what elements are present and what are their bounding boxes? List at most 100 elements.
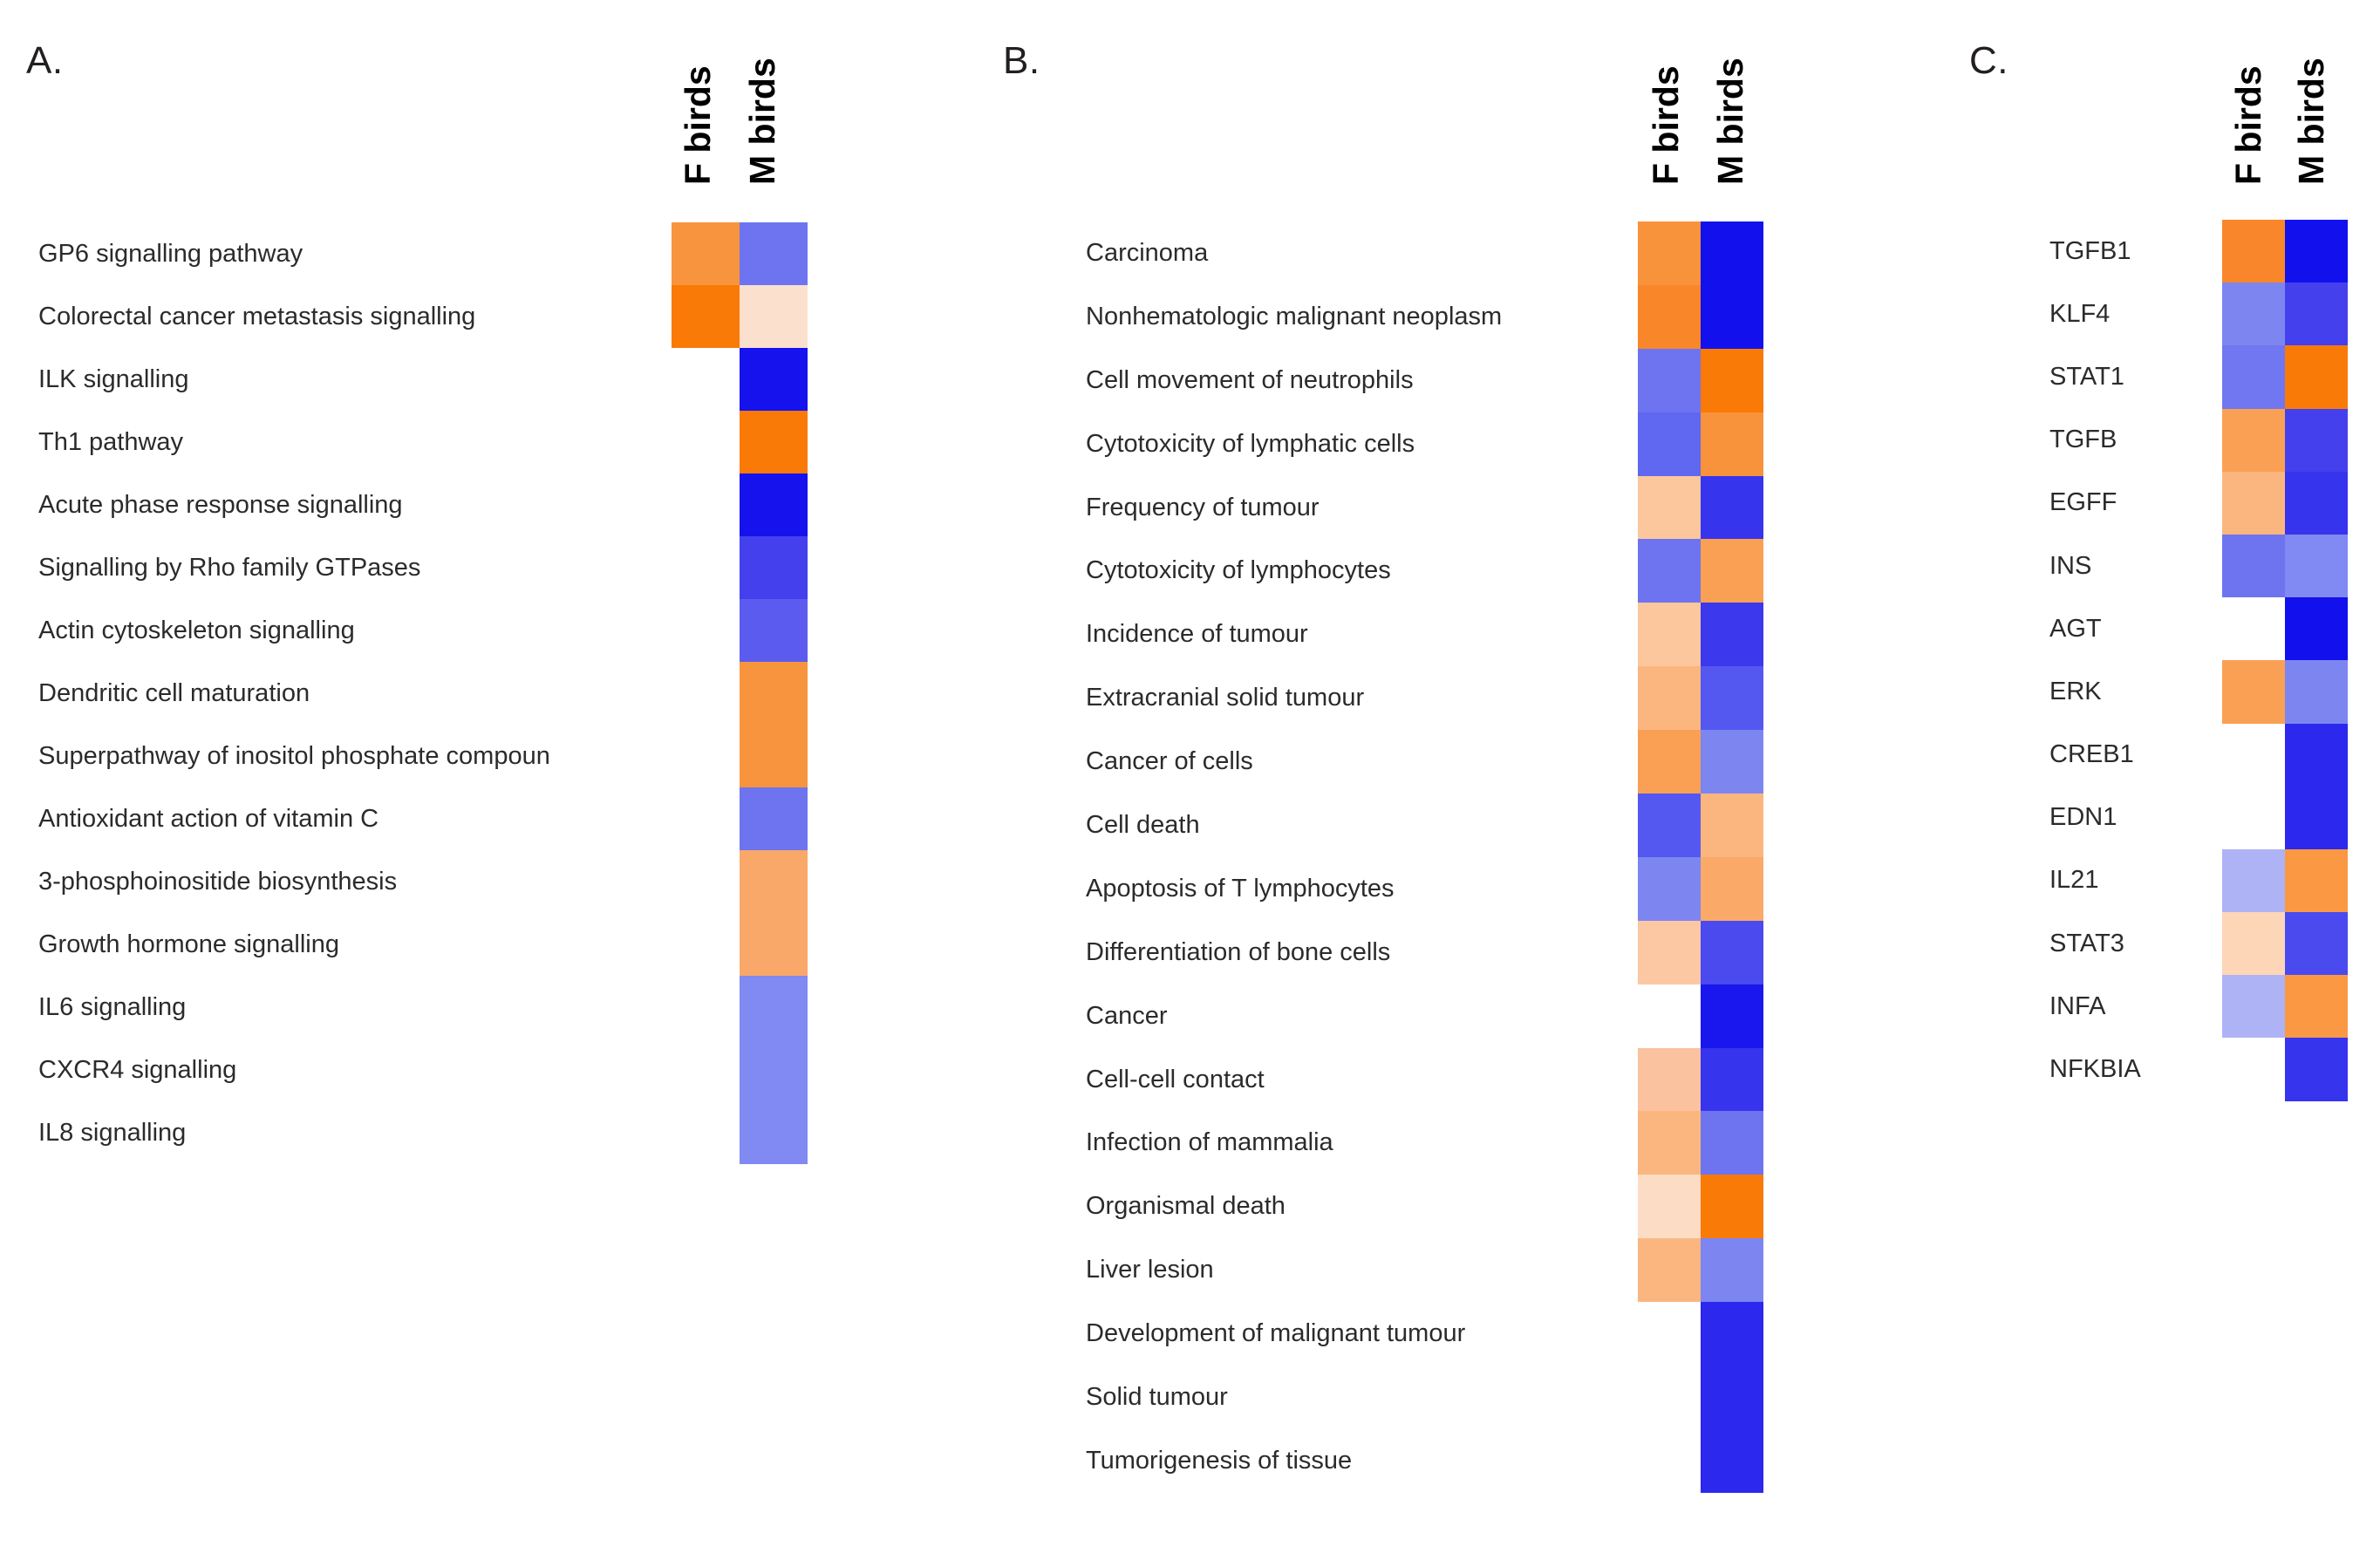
heatmap-cell (740, 222, 808, 285)
row-label: Cell death (1086, 810, 1200, 839)
row-label: Cancer (1086, 1001, 1168, 1030)
heatmap-cell (1638, 412, 1701, 476)
heatmap-cell (740, 536, 808, 599)
row-label: Dendritic cell maturation (38, 678, 310, 707)
heatmap-cell (1701, 412, 1763, 476)
heatmap-cell (1638, 1047, 1701, 1112)
row-label: CXCR4 signalling (38, 1055, 237, 1084)
heatmap-cell (1638, 856, 1701, 921)
heatmap-cell (672, 536, 740, 599)
heatmap-cell (2285, 408, 2348, 472)
row-label: ILK signalling (38, 364, 189, 393)
row-label: EDN1 (2049, 803, 2117, 832)
heatmap-cell (740, 599, 808, 662)
panel-c-column-m-birds (2285, 220, 2348, 1101)
heatmap-cell (2222, 534, 2285, 598)
panel-c-col-header-m: M birds (2291, 58, 2331, 185)
heatmap-cell (672, 411, 740, 473)
heatmap-cell (2285, 975, 2348, 1039)
heatmap-cell (1701, 284, 1763, 349)
heatmap-cell (2285, 848, 2348, 913)
row-label: NFKBIA (2049, 1055, 2141, 1084)
heatmap-cell (740, 976, 808, 1039)
heatmap-cell (1638, 1111, 1701, 1175)
panel-a-column-f-birds (672, 222, 740, 1164)
heatmap-cell (672, 787, 740, 850)
heatmap-cell (672, 473, 740, 536)
panel-b-column-headers: F birds M birds (1646, 10, 1777, 185)
row-label: Carcinoma (1086, 238, 1209, 267)
panel-b-heatmap (1638, 221, 1763, 1493)
heatmap-cell (1638, 1302, 1701, 1366)
heatmap-cell (2222, 787, 2285, 849)
row-label: Superpathway of inositol phosphate compo… (38, 741, 550, 770)
row-label: Growth hormone signalling (38, 930, 339, 958)
row-label: STAT1 (2049, 362, 2124, 391)
row-label: AGT (2049, 614, 2102, 643)
heatmap-cell (1638, 666, 1701, 731)
heatmap-cell (2222, 345, 2285, 409)
heatmap-cell (2222, 471, 2285, 535)
row-label: ERK (2049, 677, 2102, 705)
heatmap-cell (1701, 1175, 1763, 1239)
panel-c-column-f-birds (2222, 220, 2285, 1101)
heatmap-cell (1701, 539, 1763, 603)
heatmap-cell (2285, 786, 2348, 849)
heatmap-cell (2222, 283, 2285, 346)
row-label: INFA (2049, 991, 2106, 1020)
heatmap-cell (672, 1101, 740, 1164)
heatmap-cell (2222, 848, 2285, 913)
heatmap-cell (672, 725, 740, 787)
heatmap-cell (1638, 221, 1701, 285)
panel-b-column-f-birds (1638, 221, 1701, 1493)
row-label: Cytotoxicity of lymphocytes (1086, 556, 1391, 585)
heatmap-cell (2285, 597, 2348, 661)
row-label: STAT3 (2049, 929, 2124, 957)
row-label: KLF4 (2049, 299, 2111, 328)
row-label: Cytotoxicity of lymphatic cells (1086, 429, 1415, 458)
heatmap-cell (672, 662, 740, 725)
heatmap-cell (1638, 730, 1701, 794)
row-label: IL6 signalling (38, 992, 187, 1021)
panel-b-letter: B. (1003, 39, 1040, 82)
heatmap-cell (672, 913, 740, 976)
row-label: Apoptosis of T lymphocytes (1086, 874, 1395, 903)
row-label: TGFB1 (2049, 236, 2131, 265)
heatmap-cell (1638, 984, 1701, 1048)
row-label: Acute phase response signalling (38, 490, 403, 519)
heatmap-cell (1638, 539, 1701, 603)
row-label: Cell movement of neutrophils (1086, 365, 1414, 394)
heatmap-cell (1701, 984, 1763, 1048)
heatmap-cell (672, 1039, 740, 1101)
heatmap-cell (2285, 912, 2348, 976)
panel-a-col-header-f: F birds (678, 65, 718, 185)
heatmap-cell (1701, 1238, 1763, 1303)
heatmap-cell (2285, 660, 2348, 724)
heatmap-cell (1701, 1302, 1763, 1366)
heatmap-cell (740, 913, 808, 976)
row-label: IL8 signalling (38, 1118, 187, 1147)
heatmap-cell (1701, 1428, 1763, 1493)
heatmap-cell (1701, 730, 1763, 794)
panel-c-heatmap (2222, 220, 2348, 1101)
heatmap-cell (740, 1101, 808, 1164)
heatmap-cell (1701, 475, 1763, 540)
heatmap-cell (2222, 912, 2285, 976)
heatmap-cell (672, 348, 740, 411)
heatmap-cell (740, 285, 808, 348)
row-label: Cell-cell contact (1086, 1065, 1265, 1093)
heatmap-cell (740, 725, 808, 787)
heatmap-cell (740, 1039, 808, 1101)
heatmap-cell (740, 411, 808, 473)
heatmap-cell (740, 662, 808, 725)
row-label: Liver lesion (1086, 1256, 1214, 1284)
heatmap-cell (1638, 794, 1701, 857)
panel-c-letter: C. (1969, 39, 2008, 82)
heatmap-cell (2222, 597, 2285, 660)
heatmap-cell (1701, 920, 1763, 984)
row-label: GP6 signalling pathway (38, 239, 303, 268)
heatmap-cell (1638, 1429, 1701, 1493)
